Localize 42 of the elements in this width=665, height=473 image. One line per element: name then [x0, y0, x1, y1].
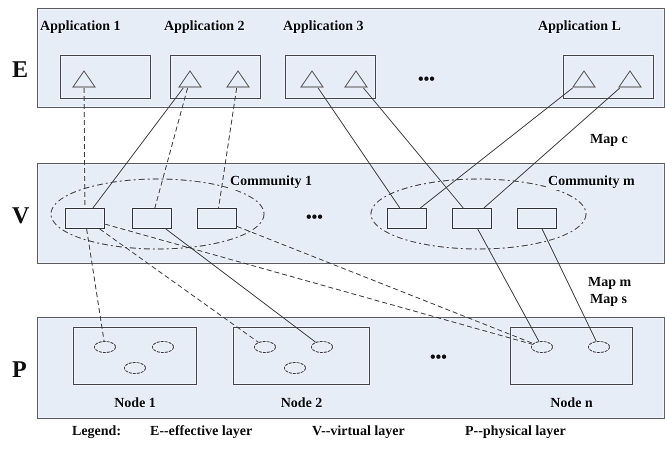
- layer-letter: V: [12, 204, 30, 228]
- connector-line: [99, 228, 259, 343]
- virtual-node-box: [452, 208, 492, 229]
- connector-line: [542, 228, 597, 342]
- application-title: Application 2: [164, 20, 245, 34]
- connector-line: [86, 228, 105, 342]
- connector-line: [104, 224, 533, 345]
- node-title: Node 1: [113, 397, 157, 411]
- connector-line: [420, 88, 574, 208]
- application-title: Application 3: [283, 20, 364, 34]
- legend-text: V--virtual layer: [312, 425, 405, 439]
- connector-line: [236, 226, 534, 344]
- node-title: Node 2: [280, 397, 324, 411]
- application-title: Application 1: [40, 20, 121, 34]
- map-label: Map s: [590, 293, 627, 307]
- legend-text: P--physical layer: [465, 425, 566, 439]
- layer-letter: E: [12, 58, 28, 82]
- virtual-node-box: [197, 208, 237, 229]
- map-label: Map m: [588, 276, 632, 290]
- connector-line: [154, 88, 188, 208]
- connector-line: [92, 88, 184, 208]
- legend-text: E--effective layer: [150, 425, 252, 439]
- map-label: Map c: [590, 133, 628, 147]
- connector-line: [483, 88, 620, 208]
- connector-line: [363, 88, 464, 208]
- virtual-node-box: [132, 208, 172, 229]
- ellipsis-dots: •••: [418, 72, 435, 88]
- connector-line: [165, 228, 316, 343]
- connector-line: [477, 228, 540, 342]
- node-title: Node n: [549, 397, 594, 411]
- community-title: Community 1: [228, 174, 314, 190]
- virtual-node-box: [517, 208, 557, 229]
- ellipsis-dots: •••: [430, 350, 447, 366]
- community-title: Community m: [546, 174, 637, 190]
- layer-letter: P: [12, 358, 27, 382]
- connector-line: [218, 88, 238, 208]
- ellipsis-dots: •••: [306, 210, 323, 226]
- virtual-node-box: [65, 208, 105, 229]
- connector-line: [318, 88, 400, 208]
- virtual-node-box: [387, 208, 427, 229]
- legend-text: Legend:: [72, 425, 121, 439]
- application-title: Application L: [538, 20, 621, 34]
